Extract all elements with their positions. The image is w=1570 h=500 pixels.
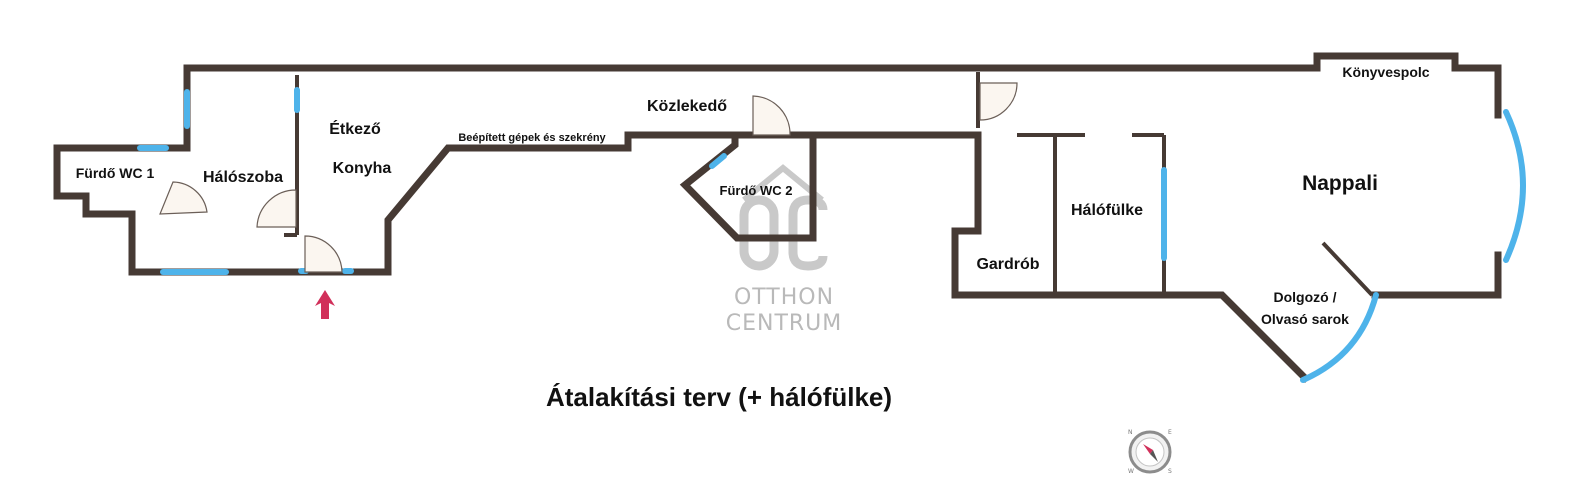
label-furdo-wc1: Fürdő WC 1 <box>76 165 155 181</box>
svg-text:W: W <box>1128 468 1134 475</box>
watermark-line1: OTTHON <box>734 285 834 310</box>
windows <box>137 87 1526 383</box>
label-gardrob: Gardrób <box>976 256 1039 273</box>
door-kozlekedo <box>752 95 791 136</box>
svg-text:E: E <box>1168 429 1172 436</box>
compass-icon: N E W S <box>1128 429 1172 475</box>
door-nappali <box>979 82 1018 121</box>
plan-title: Átalakítási terv (+ hálófülke) <box>546 382 892 412</box>
door-entrance <box>304 235 343 273</box>
label-kozlekedo: Közlekedő <box>647 98 727 115</box>
watermark-line2: CENTRUM <box>726 311 843 336</box>
room-labels: Fürdő WC 1 Hálószoba Étkező Konyha Beépí… <box>76 64 1430 327</box>
svg-text:S: S <box>1168 468 1172 475</box>
label-beepitett: Beépített gépek és szekrény <box>458 132 606 144</box>
label-konyha: Konyha <box>333 160 392 177</box>
label-etkezo: Étkező <box>329 119 381 138</box>
label-nappali: Nappali <box>1302 172 1378 195</box>
door-furdo-wc1 <box>159 181 208 215</box>
doors <box>159 82 1018 273</box>
door-haloszoba <box>256 189 297 228</box>
label-haloszoba: Hálószoba <box>203 169 283 186</box>
label-dolgozo-line2: Olvasó sarok <box>1261 311 1349 327</box>
entrance-arrow-icon <box>315 290 335 319</box>
svg-text:N: N <box>1128 429 1133 436</box>
label-konyvespolc: Könyvespolc <box>1342 64 1429 80</box>
label-dolgozo-line1: Dolgozó / <box>1274 289 1337 305</box>
label-furdo-wc2: Fürdő WC 2 <box>720 183 793 198</box>
otthon-centrum-logo: OTTHON CENTRUM <box>726 164 843 336</box>
label-halofulke: Hálófülke <box>1071 202 1143 219</box>
